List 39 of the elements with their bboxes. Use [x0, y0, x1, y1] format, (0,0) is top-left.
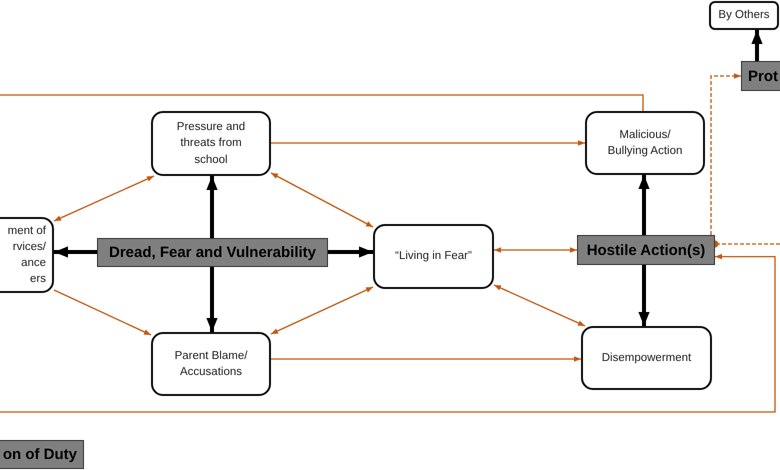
- emphasis-box: [741, 61, 780, 91]
- node-label: Malicious/ Bullying Action: [606, 128, 684, 159]
- arrow: [206, 176, 218, 238]
- emphasis-box: [577, 235, 715, 265]
- arrow: [270, 286, 374, 335]
- arrow: [270, 172, 374, 228]
- process-box: [709, 1, 779, 30]
- node-label: Dread, Fear and Vulnerability: [108, 244, 316, 261]
- arrow: [0, 254, 776, 413]
- process-box: [585, 111, 705, 175]
- arrow: [54, 289, 152, 336]
- process-box: [581, 326, 712, 390]
- node-label: Pressure and threats from school: [176, 120, 246, 168]
- emphasis-box: [97, 238, 328, 267]
- arrow: [328, 246, 373, 258]
- node-label: ment of rvices/ ance ers: [6, 224, 46, 288]
- process-box: [151, 332, 271, 396]
- process-box: [151, 111, 271, 176]
- node-label: Hostile Action(s): [586, 242, 706, 258]
- arrow: [54, 246, 97, 258]
- node-label: Parent Blame/ Accusations: [174, 348, 248, 380]
- arrow: [54, 175, 154, 222]
- process-box: [0, 217, 54, 293]
- process-box: [373, 224, 494, 289]
- emphasis-box: [0, 440, 84, 469]
- arrow: [271, 140, 585, 146]
- node-label: on of Duty: [2, 446, 77, 463]
- arrow: [494, 284, 586, 327]
- arrow: [751, 30, 763, 61]
- arrow: [494, 247, 577, 253]
- node-label: Prot: [748, 68, 778, 84]
- node-label: By Others: [718, 8, 770, 24]
- arrow: [206, 267, 218, 332]
- arrow: [638, 265, 650, 326]
- arrow: [638, 175, 650, 235]
- node-label: Disempowerment: [602, 350, 692, 366]
- arrow: [710, 73, 741, 235]
- arrow: [271, 356, 581, 362]
- node-label: “Living in Fear”: [395, 249, 472, 264]
